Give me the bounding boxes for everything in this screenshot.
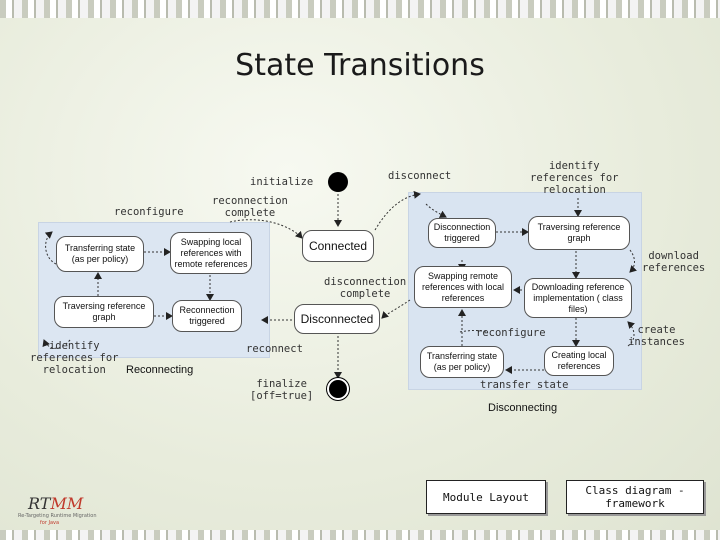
- label-reconnect: reconnect: [246, 343, 303, 355]
- right-disconnection-triggered: Disconnection triggered: [428, 218, 496, 248]
- slide-title: State Transitions: [235, 48, 485, 83]
- state-connected: Connected: [302, 230, 374, 262]
- module-layout-button[interactable]: Module Layout: [426, 480, 546, 514]
- label-reconfigure-right: reconfigure: [476, 327, 546, 339]
- class-diagram-button[interactable]: Class diagram - framework: [566, 480, 704, 514]
- label-create-instances: create instances: [628, 324, 685, 348]
- right-swapping-remote: Swapping remote references with local re…: [414, 266, 512, 308]
- left-traversing-graph: Traversing reference graph: [54, 296, 154, 328]
- right-traversing-graph: Traversing reference graph: [528, 216, 630, 250]
- label-finalize: finalize [off=true]: [250, 378, 314, 402]
- right-transferring-state: Transferring state (as per policy): [420, 346, 504, 378]
- reconnecting-caption: Reconnecting: [126, 364, 194, 376]
- right-creating-local: Creating local references: [544, 346, 614, 376]
- label-disconnect: disconnect: [388, 170, 452, 182]
- top-decor-bar: [0, 0, 720, 18]
- disconnecting-caption: Disconnecting: [488, 402, 558, 414]
- left-transferring-state: Transferring state (as per policy): [56, 236, 144, 272]
- logo-subtitle: Re-Targeting Runtime Migration: [18, 513, 97, 519]
- label-identify-top: identify references for relocation: [530, 160, 619, 196]
- left-swapping-local: Swapping local references with remote re…: [170, 232, 252, 274]
- initial-state-dot: [328, 172, 348, 192]
- label-initialize: initialize: [250, 176, 314, 188]
- state-disconnected: Disconnected: [294, 304, 380, 334]
- logo-accent: MM: [50, 494, 84, 513]
- final-state-dot: [329, 380, 347, 398]
- logo-subtitle-2: for Java: [40, 520, 60, 526]
- label-reconnection-complete: reconnection complete: [212, 195, 288, 219]
- label-disconnection-complete: disconnection complete: [324, 276, 407, 300]
- bottom-decor-bar: [0, 530, 720, 540]
- label-identify-left: identify references for relocation: [30, 340, 119, 376]
- rtmm-logo: RTMM Re-Targeting Runtime Migration for …: [18, 494, 128, 530]
- left-reconnection-triggered: Reconnection triggered: [172, 300, 242, 332]
- right-downloading-impl: Downloading reference implementation ( c…: [524, 278, 632, 318]
- label-download-references: download references: [642, 250, 706, 274]
- label-reconfigure-left: reconfigure: [114, 206, 184, 218]
- label-transfer-state: transfer state: [480, 379, 569, 391]
- logo-main: RT: [28, 494, 51, 513]
